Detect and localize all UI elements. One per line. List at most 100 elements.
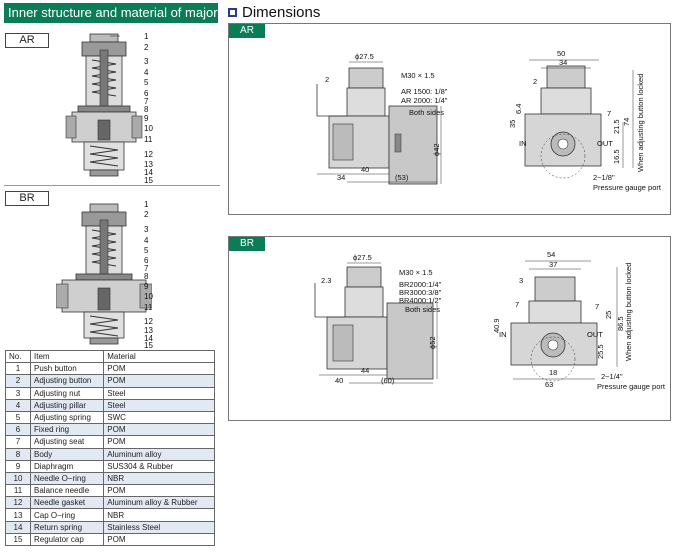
cell-no: 7: [5, 435, 31, 449]
br-panel-tab: BR: [229, 237, 265, 251]
ar-dim-thread: M30 × 1.5: [401, 71, 435, 80]
cell-item: Body: [29, 447, 105, 461]
br-gauge-port-size: 2−1/4": [601, 372, 623, 381]
br-dim-2-3: 2.3: [321, 276, 331, 285]
ar-leader-lines: [110, 35, 120, 37]
br-both-sides: Both sides: [405, 305, 440, 314]
br-side-dim-63: 63: [545, 380, 553, 389]
br-callout-12: 12: [144, 317, 153, 326]
cell-item: Fixed ring: [29, 423, 105, 437]
ar-callout-7: 7: [144, 97, 149, 106]
ar-panel-tab: AR: [229, 24, 265, 38]
br-callout-10: 10: [144, 292, 153, 301]
ar-callout-5: 5: [144, 78, 149, 87]
br-callout-2: 2: [144, 210, 149, 219]
br-locked-note: When adjusting button locked: [624, 263, 633, 361]
cell-material: SWC: [103, 410, 215, 425]
br-side-dim-25: 25: [604, 311, 613, 319]
ar-callout-14: 14: [144, 168, 153, 177]
ar-port-2000: AR 2000: 1/4": [401, 96, 448, 105]
ar-side-dim-35: 35: [508, 120, 517, 128]
ar-callout-6: 6: [144, 89, 149, 98]
ar-callout-11: 11: [144, 135, 153, 144]
br-dim-top-diameter: ϕ27.5: [353, 253, 372, 262]
cell-no: 8: [5, 447, 31, 461]
ar-callout-2: 2: [144, 43, 149, 52]
br-side-dim-40-9: 40.9: [492, 318, 501, 333]
ar-callout-8: 8: [144, 105, 149, 114]
cell-item: Return spring: [29, 520, 105, 534]
cell-material: POM: [103, 423, 215, 437]
ar-cross-section-drawing: [65, 33, 143, 177]
br-front-view: [314, 262, 438, 384]
cell-item: Adjusting button: [29, 374, 105, 388]
ar-side-dim-16-5: 16.5: [612, 149, 621, 164]
cell-item: Adjusting seat: [29, 435, 105, 449]
cell-no: 5: [5, 410, 31, 425]
br-dim-thread: M30 × 1.5: [399, 268, 433, 277]
ar-side-dim-21-5: 21.5: [612, 119, 621, 134]
cell-no: 15: [5, 532, 31, 547]
ar-dim-34: 34: [337, 173, 345, 182]
cell-item: Needle O−ring: [29, 471, 105, 486]
ar-dim-2: 2: [325, 75, 329, 84]
cell-no: 13: [5, 508, 31, 522]
br-gauge-port-label: Pressure gauge port: [597, 382, 666, 391]
br-side-dim-3: 3: [519, 276, 523, 285]
cell-material: POM: [103, 362, 215, 376]
br-dimension-panel: BR ϕ27.5 M30 × 1.5 2.3 BR2000:1/4" BR300…: [228, 236, 671, 421]
br-port-4000: BR4000:1/2": [399, 296, 442, 305]
br-callout-7: 7: [144, 264, 149, 273]
br-dim-44: 44: [361, 366, 369, 375]
cell-no: 1: [5, 362, 31, 376]
ar-gauge-port-label: Pressure gauge port: [593, 183, 662, 192]
ar-callout-9: 9: [144, 114, 149, 123]
cell-material: NBR: [103, 471, 215, 486]
ar-callout-1: 1: [144, 32, 149, 41]
table-header-row: No. Item Material: [5, 349, 215, 364]
cell-material: POM: [103, 374, 215, 388]
br-side-view: [510, 260, 618, 382]
section-divider: [4, 185, 220, 186]
section-header-inner-structure: Inner structure and material of major pa…: [4, 3, 218, 40]
ar-side-out-label: OUT: [597, 139, 613, 148]
cell-item: Push button: [29, 362, 105, 376]
br-callout-8: 8: [144, 272, 149, 281]
cell-no: 6: [5, 423, 31, 437]
ar-side-dim-74: 74: [622, 118, 631, 126]
br-callout-11: 11: [144, 303, 153, 312]
br-dim-phi52: ϕ52: [428, 336, 437, 349]
br-side-dim-25-5: 25.5: [596, 344, 605, 359]
cell-no: 12: [5, 496, 31, 510]
br-callout-6: 6: [144, 256, 149, 265]
br-side-in-label: IN: [499, 330, 507, 339]
br-callout-5: 5: [144, 246, 149, 255]
br-callout-3: 3: [144, 225, 149, 234]
br-side-dim-86-5: 86.5: [616, 316, 625, 331]
cell-material: POM: [103, 532, 215, 547]
br-port-3000: BR3000:3/8": [399, 288, 442, 297]
cell-item: Diaphragm: [29, 459, 105, 473]
ar-front-view: [316, 61, 442, 185]
ar-dim-40: 40: [361, 165, 369, 174]
br-dim-60: (60): [381, 376, 395, 385]
cell-no: 2: [5, 374, 31, 388]
cell-no: 14: [5, 520, 31, 534]
cell-no: 9: [5, 459, 31, 473]
br-side-out-label: OUT: [587, 330, 603, 339]
ar-callout-12: 12: [144, 150, 153, 159]
table-header-no: No.: [5, 349, 31, 364]
br-side-dim-7b: 7: [595, 302, 599, 311]
ar-dimension-panel: AR ϕ27.5 M30 × 1.5 2 AR 1500: 1/8" AR 20…: [228, 23, 671, 215]
cell-material: SUS304 & Rubber: [103, 459, 215, 473]
cell-material: NBR: [103, 508, 215, 522]
ar-callout-13: 13: [144, 160, 153, 169]
